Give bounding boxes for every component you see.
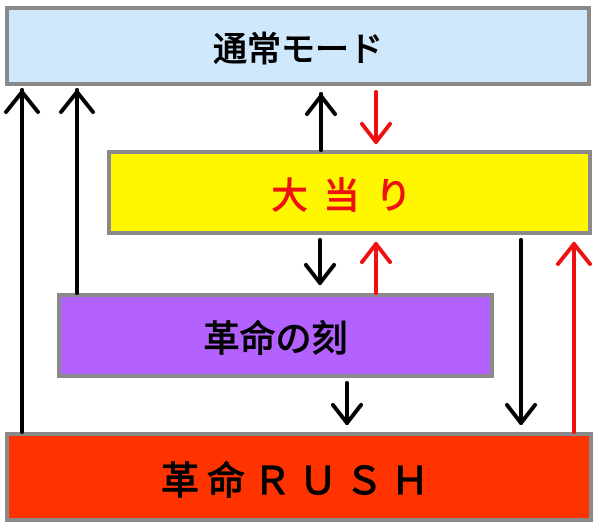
kakumei-no-toki-label: 革命の刻: [203, 318, 348, 360]
jackpot-label: 大当り: [271, 175, 428, 217]
arrow-kakumei-to-rush: [331, 381, 363, 425]
normal-mode-box: 通常モード: [5, 6, 591, 86]
arrow-jackpot-to-rush: [505, 238, 537, 425]
kakumei-rush-label: 革命ＲＵＳＨ: [160, 458, 437, 503]
kakumei-rush-box: 革命ＲＵＳＨ: [5, 432, 593, 522]
arrow-rush-to-jackpot: [556, 242, 592, 434]
arrow-jackpot-to-normal: [305, 92, 337, 152]
jackpot-box: 大当り: [107, 150, 592, 235]
arrow-rush-to-normal-left: [4, 88, 40, 434]
arrow-kakumei-to-normal: [59, 88, 95, 295]
kakumei-no-toki-box: 革命の刻: [57, 293, 494, 378]
normal-mode-label: 通常モード: [213, 29, 383, 70]
arrow-normal-to-jackpot: [360, 90, 392, 144]
arrow-jackpot-to-kakumei: [304, 238, 336, 285]
arrow-kakumei-to-jackpot: [360, 242, 392, 295]
